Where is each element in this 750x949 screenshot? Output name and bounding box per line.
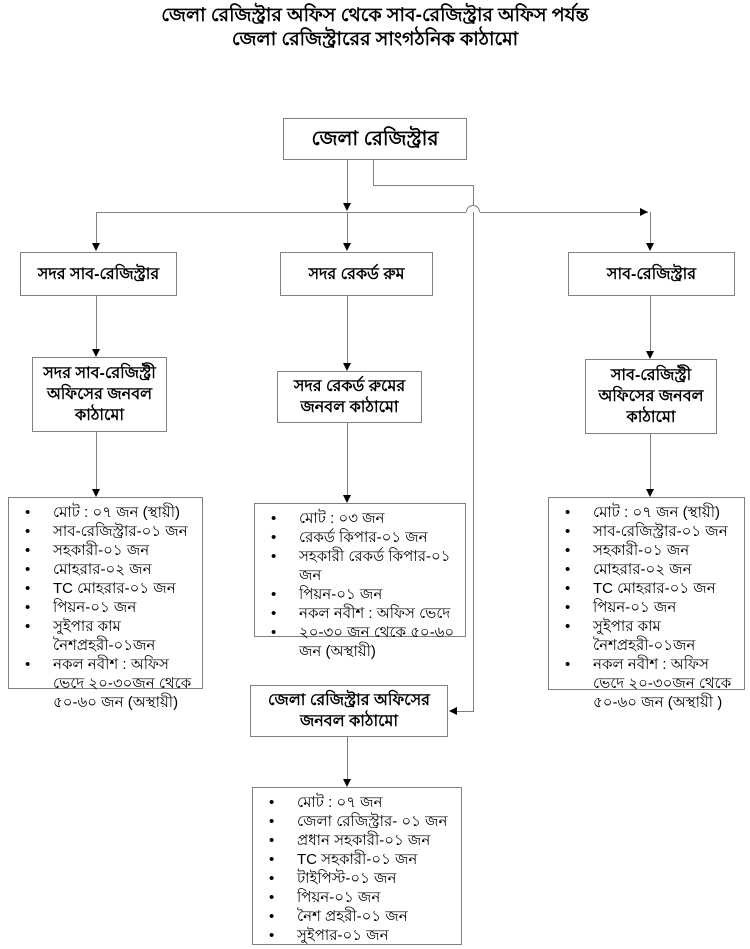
- connector-middle-office-to-structure: [347, 296, 348, 363]
- list-item: পিয়ন-০১ জন: [255, 585, 461, 604]
- connector-left-structure-to-list: [96, 432, 97, 489]
- page-title-line1: জেলা রেজিস্ট্রার অফিস থেকে সাব-রেজিস্ট্র…: [161, 5, 589, 26]
- connector-drop-left: [96, 212, 97, 244]
- node-sadar-sub-registry-structure-label: সদর সাব-রেজিস্ট্রী অফিসের জনবল কাঠামো: [43, 365, 156, 424]
- list-sub-registry-staff: মোট : ০৭ জন (স্থায়ী) সাব-রেজিস্ট্রার-০১…: [548, 497, 745, 711]
- list-item: সহকারী-০১ জন: [549, 541, 740, 560]
- list-item: নকল নবীশ : অফিস ভেদে ২০-৩০জন থেকে ৫০-৬০ …: [9, 655, 198, 712]
- list-item: মোহরার-০২ জন: [549, 560, 740, 579]
- list-item: মোট : ০৭ জন (স্থায়ী): [549, 503, 740, 522]
- arrow-down-icon: [342, 203, 351, 211]
- connector-middle-structure-to-list: [347, 423, 348, 495]
- list-item: ২০-৩০ জন থেকে ৫০-৬০ জন (অস্থায়ী): [255, 623, 461, 661]
- list-record-room-staff: মোট : ০৩ জন রেকর্ড কিপার-০১ জন সহকারী রে…: [254, 503, 466, 660]
- list-item: সাব-রেজিস্ট্রার-০১ জন: [549, 522, 740, 541]
- list-item: TC মোহরার-০১ জন: [549, 579, 740, 598]
- arrow-down-icon: [342, 363, 351, 371]
- list-item: নকল নবীশ : অফিস ভেদে ২০-৩০জন থেকে ৫০-৬০ …: [549, 655, 740, 712]
- list-item: জেলা রেজিস্ট্রার- ০১ জন: [253, 812, 457, 831]
- arrow-right-icon: [640, 207, 648, 216]
- list-item: মোট : ০৭ জন: [253, 793, 457, 812]
- node-sadar-record-room-label: সদর রেকর্ড রুম: [308, 265, 405, 283]
- list-item: TC সহকারী-০১ জন: [253, 850, 457, 869]
- list-item: পিয়ন-০১ জন: [9, 598, 198, 617]
- arrow-down-icon: [342, 243, 351, 251]
- node-sub-registry-structure-label: সাব-রেজিস্ট্রী অফিসের জনবল কাঠামো: [598, 367, 704, 426]
- node-district-office-structure-label: জেলা রেজিস্ট্রার অফিসের জনবল কাঠামো: [268, 692, 430, 730]
- list-item: মোট : ০৭ জন (স্থায়ী): [9, 503, 198, 522]
- connector-left-office-to-structure: [96, 296, 97, 349]
- connector-right-office-to-structure: [650, 296, 651, 351]
- connector-main-horizontal-left: [96, 212, 466, 213]
- connector-into-district-office: [457, 711, 474, 712]
- list-item: নৈশ প্রহরী-০১ জন: [253, 907, 457, 926]
- node-district-registrar: জেলা রেজিস্ট্রার: [283, 118, 467, 160]
- staff-list: মোট : ০৭ জন (স্থায়ী) সাব-রেজিস্ট্রার-০১…: [549, 503, 740, 712]
- list-item: নকল নবীশ : অফিস ভেদে: [255, 604, 461, 623]
- connector-root-to-main: [347, 160, 348, 206]
- connector-main-horizontal-right: [480, 212, 648, 213]
- connector-bypass-horizontal: [373, 185, 474, 186]
- node-sadar-sub-registrar-label: সদর সাব-রেজিস্ট্রার: [37, 265, 160, 283]
- list-item: পিয়ন-০১ জন: [253, 888, 457, 907]
- arrow-down-icon: [342, 495, 351, 503]
- staff-list: মোট : ০৩ জন রেকর্ড কিপার-০১ জন সহকারী রে…: [255, 509, 461, 661]
- node-district-office-structure: জেলা রেজিস্ট্রার অফিসের জনবল কাঠামো: [250, 685, 448, 737]
- arrow-down-icon: [645, 351, 654, 359]
- list-sadar-sub-registry-staff: মোট : ০৭ জন (স্থায়ী) সাব-রেজিস্ট্রার-০১…: [8, 497, 203, 711]
- list-item: প্রধান সহকারী-০১ জন: [253, 831, 457, 850]
- connector-drop-right: [650, 212, 651, 244]
- connector-line-hop: [466, 205, 480, 212]
- arrow-down-icon: [645, 243, 654, 251]
- list-item: সাব-রেজিস্ট্রার-০১ জন: [9, 522, 198, 541]
- connector-root-to-bypass: [373, 160, 374, 185]
- arrow-left-icon: [449, 706, 457, 715]
- node-sub-registry-structure: সাব-রেজিস্ট্রী অফিসের জনবল কাঠামো: [585, 359, 717, 434]
- page-title-line2: জেলা রেজিস্ট্রারের সাংগঠনিক কাঠামো: [231, 29, 519, 50]
- node-sub-registrar: সাব-রেজিস্ট্রার: [568, 252, 735, 296]
- list-item: সহকারী রেকর্ড কিপার-০১ জন: [255, 547, 461, 585]
- connector-right-structure-to-list: [650, 434, 651, 489]
- list-district-office-staff: মোট : ০৭ জন জেলা রেজিস্ট্রার- ০১ জন প্রধ…: [252, 787, 462, 945]
- list-item: রেকর্ড কিপার-০১ জন: [255, 528, 461, 547]
- list-item: TC মোহরার-০১ জন: [9, 579, 198, 598]
- arrow-down-icon: [91, 349, 100, 357]
- list-item: পিয়ন-০১ জন: [549, 598, 740, 617]
- list-item: মোট : ০৩ জন: [255, 509, 461, 528]
- list-item: টাইপিস্ট-০১ জন: [253, 869, 457, 888]
- connector-bypass-vertical: [473, 185, 474, 711]
- node-sadar-sub-registrar: সদর সাব-রেজিস্ট্রার: [20, 252, 177, 296]
- list-item: সুইপার কাম নৈশপ্রহরী-০১জন: [549, 617, 740, 655]
- arrow-down-icon: [645, 489, 654, 497]
- page-title: জেলা রেজিস্ট্রার অফিস থেকে সাব-রেজিস্ট্র…: [0, 4, 750, 52]
- node-district-registrar-label: জেলা রেজিস্ট্রার: [311, 127, 439, 150]
- connector-district-office-to-list: [347, 737, 348, 779]
- staff-list: মোট : ০৭ জন জেলা রেজিস্ট্রার- ০১ জন প্রধ…: [253, 793, 457, 945]
- node-record-room-structure-label: সদর রেকর্ড রুমের জনবল কাঠামো: [293, 378, 406, 416]
- list-item: সহকারী-০১ জন: [9, 541, 198, 560]
- node-sub-registrar-label: সাব-রেজিস্ট্রার: [606, 265, 697, 283]
- arrow-down-icon: [342, 779, 351, 787]
- node-sadar-sub-registry-structure: সদর সাব-রেজিস্ট্রী অফিসের জনবল কাঠামো: [32, 357, 167, 432]
- node-record-room-structure: সদর রেকর্ড রুমের জনবল কাঠামো: [277, 371, 422, 423]
- arrow-down-icon: [91, 489, 100, 497]
- list-item: সুইপার কাম নৈশপ্রহরী-০১জন: [9, 617, 198, 655]
- node-sadar-record-room: সদর রেকর্ড রুম: [280, 252, 433, 296]
- arrow-down-icon: [91, 243, 100, 251]
- connector-drop-middle: [347, 212, 348, 244]
- list-item: সুইপার-০১ জন: [253, 926, 457, 945]
- list-item: মোহরার-০২ জন: [9, 560, 198, 579]
- staff-list: মোট : ০৭ জন (স্থায়ী) সাব-রেজিস্ট্রার-০১…: [9, 503, 198, 712]
